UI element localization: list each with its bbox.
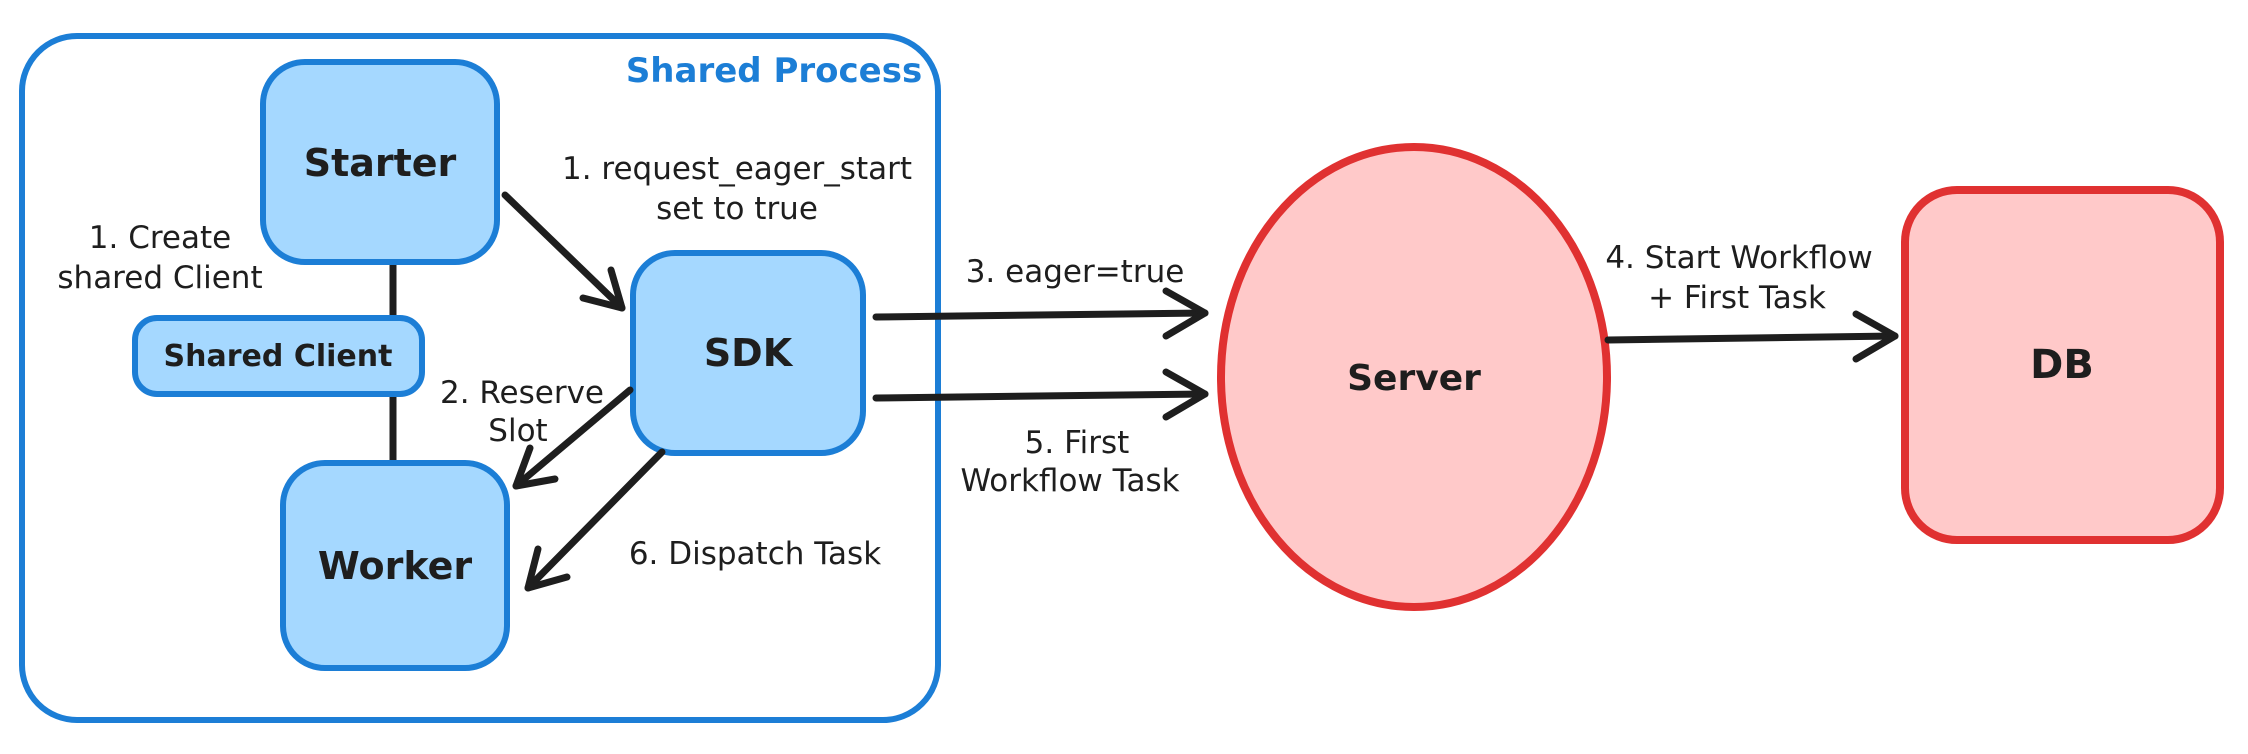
sdk-label: SDK: [704, 331, 794, 375]
annotation-dispatch-task: 6. Dispatch Task: [629, 536, 881, 572]
annotation-request-eager-start: 1. request_eager_start set to true: [562, 151, 912, 227]
arrowhead: [1162, 368, 1209, 421]
shared-process-container: Shared Process: [19, 33, 941, 723]
node-starter: Starter: [260, 59, 500, 265]
annotation-create-shared-client: 1. Create shared Client: [57, 220, 262, 296]
node-worker: Worker: [280, 460, 510, 671]
arrow-reserve-slot: [512, 386, 634, 490]
arrow-first-workflow-task: [872, 368, 1209, 421]
annotation-line: + First Task: [1648, 280, 1826, 316]
shared-process-label: Shared Process: [626, 51, 922, 91]
worker-box: [280, 460, 510, 671]
arrow-dispatch-task: [524, 448, 666, 592]
shared-process-border: [19, 33, 941, 723]
node-db: DB: [1901, 186, 2224, 544]
shared-client-label: Shared Client: [164, 339, 393, 374]
arrowhead: [512, 444, 559, 490]
server-ellipse: [1217, 143, 1611, 611]
annotation-start-workflow: 4. Start Workflow + First Task: [1605, 240, 1872, 316]
arrowhead: [1852, 310, 1899, 363]
annotation-reserve-slot: 2. Reserve Slot: [440, 375, 604, 449]
arrowhead: [579, 266, 626, 312]
annotation-line: Slot: [488, 413, 547, 449]
node-server: Server: [1217, 143, 1611, 611]
arrow-start-workflow: [1604, 310, 1899, 363]
annotation-line: 3. eager=true: [966, 254, 1185, 290]
annotation-line: 4. Start Workflow: [1605, 240, 1872, 276]
arrow-request-eager-start: [501, 191, 626, 312]
arrowhead: [524, 545, 571, 592]
shared-client-box: [132, 315, 425, 397]
node-shared-client: Shared Client: [132, 315, 425, 397]
annotation-line: 1. Create: [89, 220, 231, 256]
arrow-eager-true: [872, 287, 1209, 340]
annotation-eager-true: 3. eager=true: [966, 254, 1185, 290]
starter-label: Starter: [304, 141, 457, 185]
annotation-line: shared Client: [57, 260, 262, 296]
annotation-line: 6. Dispatch Task: [629, 536, 881, 572]
db-box: [1901, 186, 2224, 544]
sdk-box: [630, 250, 866, 456]
annotation-line: Workflow Task: [960, 463, 1179, 499]
annotation-line: 1. request_eager_start: [562, 151, 912, 187]
annotation-first-workflow-task: 5. First Workflow Task: [960, 425, 1179, 499]
server-label: Server: [1347, 358, 1481, 399]
annotation-line: set to true: [656, 191, 818, 227]
arrowhead: [1162, 287, 1209, 340]
worker-label: Worker: [318, 544, 472, 588]
annotation-line: 2. Reserve: [440, 375, 604, 411]
annotation-line: 5. First: [1025, 425, 1130, 461]
db-label: DB: [2030, 342, 2094, 388]
node-sdk: SDK: [630, 250, 866, 456]
starter-box: [260, 59, 500, 265]
